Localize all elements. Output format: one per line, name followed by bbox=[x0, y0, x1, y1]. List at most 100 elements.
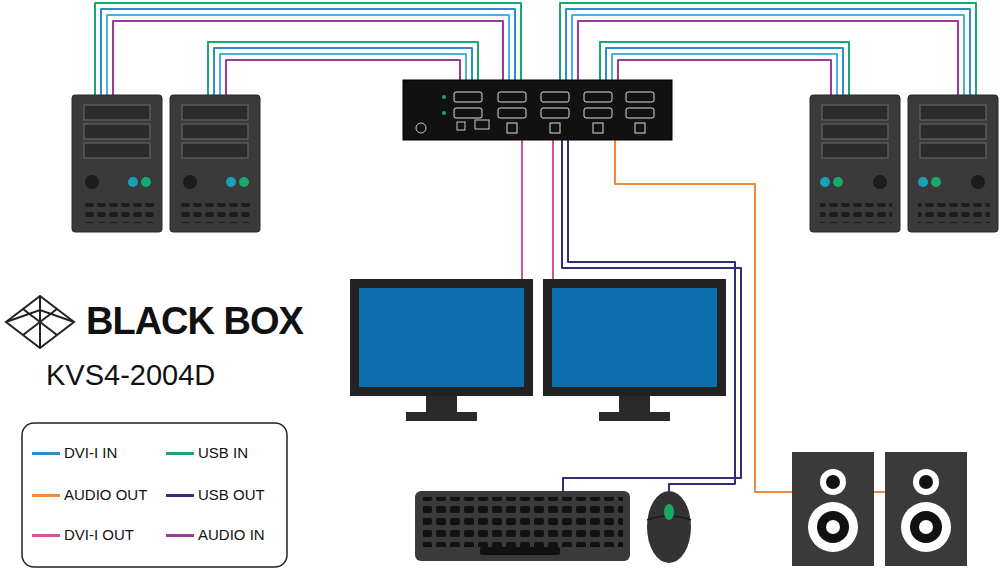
keyboard bbox=[415, 491, 630, 561]
indicator bbox=[820, 177, 830, 187]
drive-bay bbox=[920, 143, 986, 158]
legend-swatch bbox=[166, 494, 194, 497]
computer-tower bbox=[170, 95, 260, 232]
legend-swatch bbox=[32, 452, 60, 455]
space-bar bbox=[480, 547, 560, 555]
drive-bay bbox=[920, 105, 986, 120]
legend-text: AUDIO OUT bbox=[64, 485, 147, 505]
power-jack bbox=[416, 123, 426, 133]
drive-bay bbox=[822, 124, 888, 139]
legend-text: USB IN bbox=[198, 443, 248, 463]
indicator bbox=[239, 177, 249, 187]
vent-grille bbox=[918, 203, 990, 223]
dvi-port bbox=[541, 92, 569, 102]
monitor-frame bbox=[350, 279, 533, 396]
dvi-port bbox=[584, 92, 612, 102]
monitor-base bbox=[406, 412, 477, 421]
indicator bbox=[931, 177, 941, 187]
devices bbox=[72, 80, 998, 566]
legend-swatch bbox=[166, 452, 194, 455]
usb-b-port bbox=[507, 123, 517, 133]
indicator bbox=[141, 177, 151, 187]
legend-text: DVI-I IN bbox=[64, 443, 117, 463]
monitor-base bbox=[599, 412, 670, 421]
kvm-body bbox=[403, 80, 672, 140]
vent-grille bbox=[180, 203, 252, 223]
drive-bay bbox=[84, 105, 150, 120]
drive-bay bbox=[84, 124, 150, 139]
indicator bbox=[833, 177, 843, 187]
tower-case bbox=[170, 95, 260, 232]
kvm-switch bbox=[403, 80, 672, 140]
tower-case bbox=[72, 95, 162, 232]
woofer bbox=[901, 502, 951, 552]
woofer-cap bbox=[919, 520, 933, 534]
cable-bundles bbox=[95, 3, 976, 492]
dvi-port bbox=[584, 108, 612, 118]
tower-case bbox=[908, 95, 998, 232]
mouse bbox=[647, 491, 691, 563]
usb-b-port bbox=[550, 123, 560, 133]
dvi-out-cable bbox=[552, 140, 554, 279]
drive-bay bbox=[822, 143, 888, 158]
monitor-neck bbox=[619, 396, 650, 413]
tweeter-center bbox=[826, 475, 840, 489]
drive-bay bbox=[822, 105, 888, 120]
vent-grille bbox=[820, 203, 892, 223]
model-number: KVS4-2004D bbox=[46, 358, 215, 392]
woofer-cap bbox=[826, 520, 840, 534]
speaker bbox=[792, 452, 874, 566]
woofer-cone bbox=[817, 511, 849, 543]
usb-b-port bbox=[593, 123, 603, 133]
legend-frame bbox=[22, 423, 287, 567]
legend-text: DVI-I OUT bbox=[64, 525, 134, 545]
dvi-port bbox=[498, 92, 526, 102]
mouse-body bbox=[647, 491, 691, 563]
woofer bbox=[808, 502, 858, 552]
legend-text: USB OUT bbox=[198, 485, 265, 505]
tweeter-center bbox=[919, 475, 933, 489]
power-button bbox=[85, 175, 99, 189]
mouse-wheel bbox=[664, 504, 674, 520]
drive-bay bbox=[182, 124, 248, 139]
dvi-port bbox=[626, 92, 654, 102]
usb-b-port bbox=[635, 123, 645, 133]
speaker-cabinet bbox=[792, 452, 874, 566]
legend-text: AUDIO IN bbox=[198, 525, 265, 545]
drive-bay bbox=[182, 105, 248, 120]
computer-tower bbox=[72, 95, 162, 232]
dvi-port bbox=[498, 108, 526, 118]
dvi-port bbox=[541, 108, 569, 118]
drive-bay bbox=[920, 124, 986, 139]
drive-bay bbox=[84, 143, 150, 158]
power-button bbox=[183, 175, 197, 189]
usb-a-port bbox=[475, 120, 489, 129]
legend-swatch bbox=[32, 494, 60, 497]
indicator bbox=[918, 177, 928, 187]
power-button bbox=[873, 175, 887, 189]
tweeter bbox=[820, 469, 846, 495]
vent-grille bbox=[82, 203, 154, 223]
indicator bbox=[226, 177, 236, 187]
computer-tower bbox=[810, 95, 900, 232]
power-button bbox=[971, 175, 985, 189]
monitor-frame bbox=[543, 279, 726, 396]
key-grid bbox=[423, 497, 623, 547]
brand-logo: BLACK BOX bbox=[86, 298, 303, 344]
monitor-screen bbox=[552, 288, 717, 387]
audio-port bbox=[457, 122, 465, 130]
monitor bbox=[543, 279, 726, 421]
dvi-port bbox=[626, 108, 654, 118]
indicator bbox=[128, 177, 138, 187]
computer-tower bbox=[908, 95, 998, 232]
legend-swatch bbox=[166, 534, 194, 537]
dvi-port bbox=[454, 108, 482, 118]
speaker bbox=[885, 452, 967, 566]
monitor bbox=[350, 279, 533, 421]
keyboard-body bbox=[415, 491, 630, 561]
tweeter bbox=[913, 469, 939, 495]
led bbox=[442, 111, 446, 115]
monitor-neck bbox=[426, 396, 457, 413]
